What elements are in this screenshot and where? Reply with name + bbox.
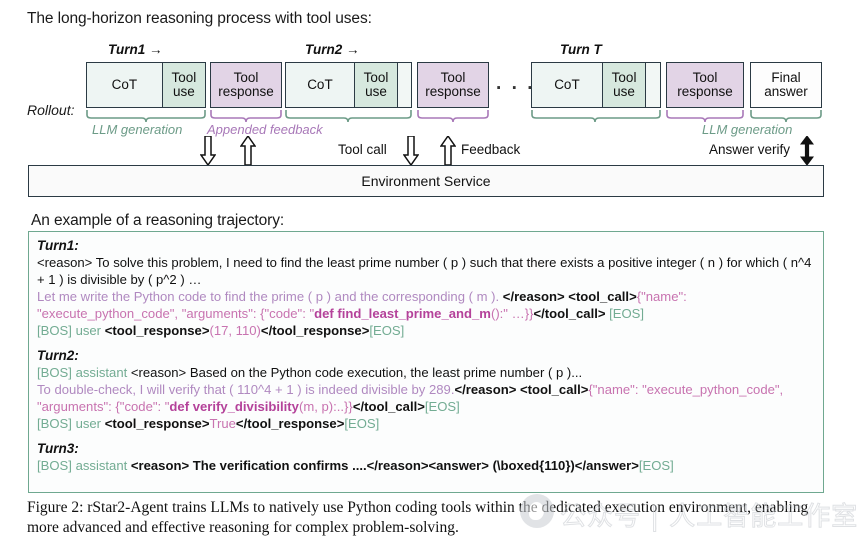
brace-label-appended-feedback: Appended feedback xyxy=(207,122,323,137)
turn-title: Turn3: xyxy=(37,441,79,457)
text-run: <reason> The verification confirms ....<… xyxy=(130,458,639,474)
text-run: </tool_response> xyxy=(260,323,370,339)
text-run: [EOS] xyxy=(609,306,645,322)
brace-llm-generation-t xyxy=(531,110,661,122)
text-run: [BOS] assistant xyxy=(37,365,131,381)
brace-feedback-t xyxy=(666,110,744,122)
page-title: The long-horizon reasoning process with … xyxy=(27,10,372,27)
text-run: def find_least_prime_and_m xyxy=(314,306,491,322)
text-run: ():" …}} xyxy=(490,306,534,322)
text-run: <tool_response> xyxy=(104,323,210,339)
text-run: </reason> <tool_call> xyxy=(454,382,589,398)
text-run: (17, 110) xyxy=(209,323,261,339)
segment-tool-response-1[interactable]: Tool response xyxy=(210,62,282,108)
text-run: To double-check, I will verify that ( 11… xyxy=(37,382,455,398)
segment-tool-use[interactable]: Tool use xyxy=(161,63,205,107)
segment-tail[interactable] xyxy=(645,63,660,107)
brace-llm-generation-2 xyxy=(285,110,412,122)
turn-title: Turn2: xyxy=(37,348,79,364)
brace-label-llm-generation-1: LLM generation xyxy=(92,122,183,137)
turn-label-1: Turn1 → xyxy=(108,42,163,57)
segment-cot[interactable]: CoT xyxy=(286,63,354,107)
arrow-down-tool-call-1 xyxy=(199,135,217,171)
text-run: [BOS] assistant xyxy=(37,458,131,474)
text-run: def verify_divisibility xyxy=(169,399,299,415)
trajectory-turn: Turn1: <reason> To solve this problem, I … xyxy=(37,238,815,339)
text-run: {"name": "execute_python_code", "argumen… xyxy=(37,289,687,322)
text-run: [EOS] xyxy=(424,399,460,415)
trajectory-line: [BOS] user <tool_response>True</tool_res… xyxy=(37,415,815,432)
text-run: <reason> Based on the Python code execut… xyxy=(130,365,583,381)
text-run: [BOS] user xyxy=(37,416,105,432)
segment-tool-use[interactable]: Tool use xyxy=(601,63,646,107)
segment-cot[interactable]: CoT xyxy=(532,63,602,107)
trajectory-line: Let me write the Python code to find the… xyxy=(37,288,815,322)
segment-final-answer[interactable]: Final answer xyxy=(750,62,822,108)
segment-tool-response-2[interactable]: Tool response xyxy=(417,62,489,108)
text-run: {"name": "execute_python_code", "argumen… xyxy=(37,382,784,415)
example-heading: An example of a reasoning trajectory: xyxy=(31,212,285,229)
trajectory-turn: Turn2:[BOS] assistant <reason> Based on … xyxy=(37,348,815,432)
trajectory-turn: Turn3:[BOS] assistant <reason> The verif… xyxy=(37,441,815,474)
turn-title: Turn1: xyxy=(37,238,79,253)
turn1-group[interactable]: CoT Tool use xyxy=(86,62,206,108)
text-run: <tool_response> xyxy=(104,416,210,432)
arrow-label-tool-call: Tool call xyxy=(338,142,387,157)
text-run: <reason> To solve this problem, I need t… xyxy=(37,255,812,288)
brace-label-llm-generation-final: LLM generation xyxy=(702,122,793,137)
text-run: [EOS] xyxy=(638,458,674,474)
trajectory-line: <reason> To solve this problem, I need t… xyxy=(37,254,815,288)
brace-feedback-2 xyxy=(417,110,489,122)
text-run: </tool_call> xyxy=(533,306,610,322)
rollout-label: Rollout: xyxy=(27,102,75,118)
turn2-group[interactable]: CoT Tool use xyxy=(285,62,412,108)
text-run: [EOS] xyxy=(369,323,405,339)
turnT-group[interactable]: CoT Tool use xyxy=(531,62,661,108)
trajectory-line: [BOS] user <tool_response>(17, 110)</too… xyxy=(37,322,815,339)
text-run: </tool_call> xyxy=(352,399,425,415)
trajectory-line: [BOS] assistant <reason> The verificatio… xyxy=(37,457,815,474)
segment-tool-use[interactable]: Tool use xyxy=(353,63,398,107)
rollout-diagram: Rollout: Turn1 → Turn2 → Turn T CoT Tool… xyxy=(0,36,865,166)
trajectory-line: [BOS] assistant <reason> Based on the Py… xyxy=(37,364,815,381)
turn-label-2: Turn2 → xyxy=(305,42,360,57)
segment-tool-response-t[interactable]: Tool response xyxy=(666,62,744,108)
text-run: [EOS] xyxy=(344,416,380,432)
text-run: (m, p):..}} xyxy=(298,399,353,415)
text-run: </tool_response> xyxy=(235,416,345,432)
arrow-down-tool-call-2 xyxy=(402,135,420,171)
ellipsis: · · · xyxy=(496,78,536,99)
trajectory-line: To double-check, I will verify that ( 11… xyxy=(37,381,815,415)
turn-label-t: Turn T xyxy=(560,42,602,57)
environment-service-label: Environment Service xyxy=(361,173,491,189)
text-run: </reason> <tool_call> xyxy=(502,289,637,305)
environment-service-bar[interactable]: Environment Service xyxy=(28,165,824,197)
figure-caption: Figure 2: rStar2-Agent trains LLMs to na… xyxy=(27,499,809,536)
segment-tail[interactable] xyxy=(397,63,411,107)
brace-llm-generation-1 xyxy=(86,110,206,122)
arrow-label-answer-verify: Answer verify xyxy=(709,142,791,157)
text-run: Let me write the Python code to find the… xyxy=(37,289,503,305)
text-run: [BOS] user xyxy=(37,323,105,339)
brace-appended-feedback xyxy=(210,110,282,122)
text-run: True xyxy=(209,416,236,432)
segment-cot[interactable]: CoT xyxy=(87,63,162,107)
arrow-label-feedback: Feedback xyxy=(461,142,521,157)
brace-llm-generation-final xyxy=(750,110,822,122)
trajectory-panel: Turn1: <reason> To solve this problem, I … xyxy=(28,231,824,493)
